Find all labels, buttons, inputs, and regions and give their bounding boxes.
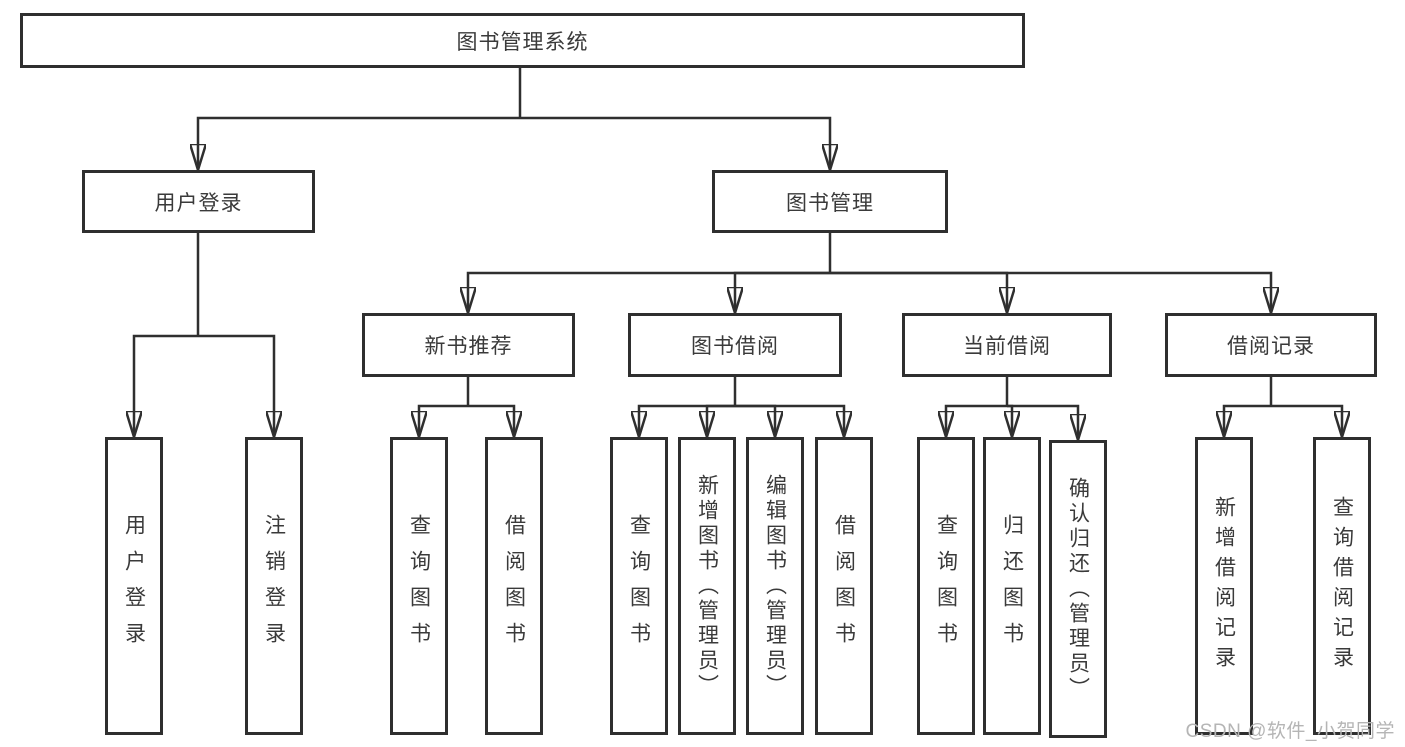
node-user-login-leaf: 用户登录 [105, 437, 163, 735]
node-label: 注销登录 [262, 514, 286, 658]
node-label: 用户登录 [122, 514, 146, 658]
node-label: 查询图书 [627, 514, 651, 658]
node-label: 查询借阅记录 [1330, 496, 1354, 676]
node-edit-book-admin: 编辑图书（管理员） [746, 437, 804, 735]
node-label: 借阅记录 [1227, 335, 1315, 358]
node-label: 编辑图书（管理员） [763, 473, 787, 699]
node-borrow-record: 借阅记录 [1165, 313, 1377, 377]
node-borrow-book: 借阅图书 [815, 437, 873, 735]
node-label: 归还图书 [1000, 514, 1024, 658]
node-label: 新书推荐 [424, 335, 513, 358]
node-query-book: 查询图书 [610, 437, 668, 735]
csdn-watermark: CSDN @软件_小贺同学 [1185, 721, 1395, 742]
node-add-borrow-record: 新增借阅记录 [1195, 437, 1253, 735]
node-borrow-book: 借阅图书 [485, 437, 543, 735]
node-label: 确认归还（管理员） [1066, 476, 1090, 702]
node-label: 图书借阅 [691, 335, 779, 358]
node-query-book: 查询图书 [917, 437, 975, 735]
node-book-management: 图书管理 [712, 170, 948, 233]
node-logout: 注销登录 [245, 437, 303, 735]
node-add-book-admin: 新增图书（管理员） [678, 437, 736, 735]
node-query-book: 查询图书 [390, 437, 448, 735]
node-user-login: 用户登录 [82, 170, 315, 233]
node-label: 查询图书 [934, 514, 958, 658]
node-book-borrow: 图书借阅 [628, 313, 842, 377]
node-confirm-return-admin: 确认归还（管理员） [1049, 440, 1107, 738]
node-label: 查询图书 [407, 514, 431, 658]
node-query-borrow-record: 查询借阅记录 [1313, 437, 1371, 735]
node-current-borrow: 当前借阅 [902, 313, 1112, 377]
node-return-book: 归还图书 [983, 437, 1041, 735]
node-new-book-recommend: 新书推荐 [362, 313, 575, 377]
node-label: 新增图书（管理员） [695, 473, 719, 699]
node-library-management-system: 图书管理系统 [20, 13, 1025, 68]
node-label: 借阅图书 [502, 514, 526, 658]
node-label: 当前借阅 [963, 335, 1051, 358]
node-label: 新增借阅记录 [1212, 496, 1236, 676]
node-label: 借阅图书 [832, 514, 856, 658]
node-label: 用户登录 [154, 191, 243, 215]
node-label: 图书管理系统 [456, 30, 589, 54]
node-label: 图书管理 [786, 191, 874, 215]
